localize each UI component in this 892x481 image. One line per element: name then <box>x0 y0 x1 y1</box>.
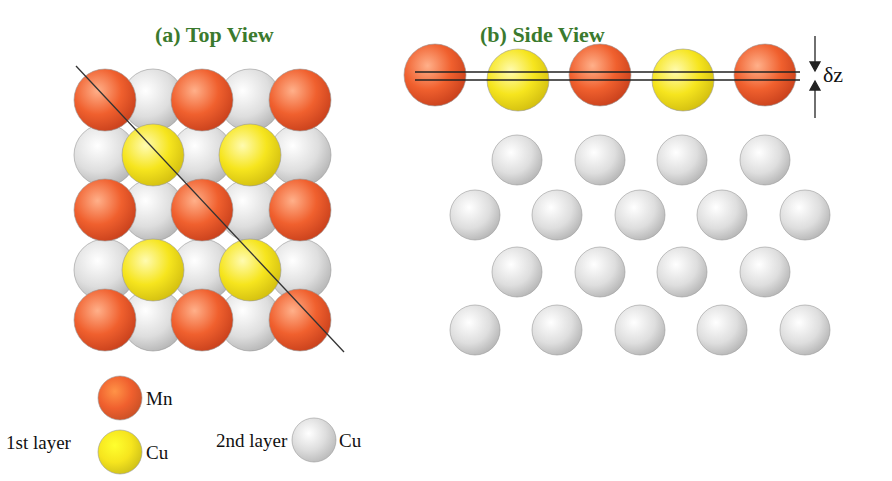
cu-atom-bulk <box>492 247 542 297</box>
panel-title: (a) Top View <box>155 24 274 46</box>
mn-atom <box>74 69 136 131</box>
panel-title: (b) Side View <box>480 24 605 46</box>
mn-atom <box>269 289 331 351</box>
cu-atom-bulk <box>740 135 790 185</box>
legend-text: Cu <box>146 443 168 462</box>
cu-atom-bulk <box>697 190 747 240</box>
cut-line <box>76 66 344 352</box>
mn-atom <box>171 69 233 131</box>
mn-atom <box>171 289 233 351</box>
legend-swatch <box>292 418 336 462</box>
cu-atom-bulk <box>615 190 665 240</box>
cu-atom-bulk <box>615 305 665 355</box>
layer-label: 2nd layer <box>216 431 287 450</box>
legend-text: Cu <box>339 431 361 450</box>
dimension-label: δz <box>823 64 843 86</box>
mn-atom <box>734 44 796 106</box>
cu-atom-bulk <box>657 247 707 297</box>
mn-atom <box>74 289 136 351</box>
cu-atom-1st <box>219 239 281 301</box>
cu-atom-bulk <box>740 247 790 297</box>
mn-atom <box>171 179 233 241</box>
cu-atom-bulk <box>575 135 625 185</box>
cu-atom-bulk <box>575 247 625 297</box>
mn-atom <box>569 44 631 106</box>
cu-atom-bulk <box>492 135 542 185</box>
mn-atom <box>74 179 136 241</box>
cu-atom-1st <box>219 124 281 186</box>
cu-atom-bulk <box>450 305 500 355</box>
cu-atom-bulk <box>780 190 830 240</box>
legend-text: Mn <box>146 389 172 408</box>
layer-label: 1st layer <box>6 433 71 452</box>
cu-atom-bulk <box>532 305 582 355</box>
cu-atom-bulk <box>657 135 707 185</box>
cu-atom-bulk <box>697 305 747 355</box>
cu-atom-bulk <box>450 190 500 240</box>
cu-atom-1st <box>122 239 184 301</box>
legend-swatch <box>98 430 142 474</box>
mn-atom <box>269 69 331 131</box>
cu-atom-bulk <box>532 190 582 240</box>
mn-atom <box>269 179 331 241</box>
cu-atom-1st <box>122 124 184 186</box>
mn-atom <box>404 44 466 106</box>
legend-swatch <box>98 376 142 420</box>
cu-atom-bulk <box>780 305 830 355</box>
